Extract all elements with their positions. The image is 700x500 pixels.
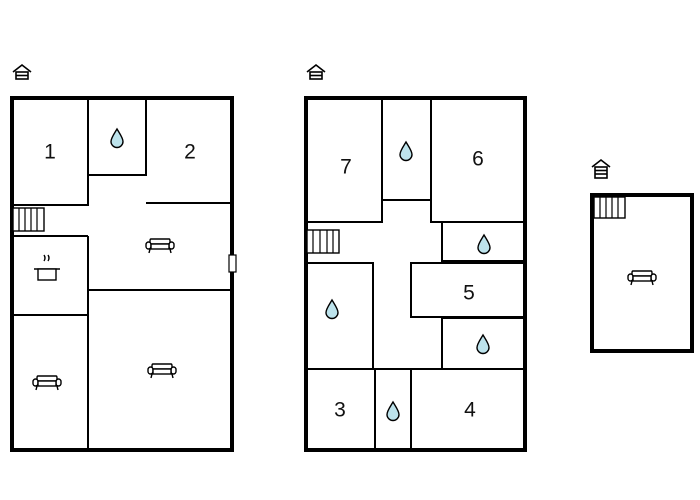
- water-drop-icon: [476, 334, 490, 355]
- floor-1-inner-walls: [12, 98, 237, 450]
- room-5-label: 5: [463, 282, 475, 305]
- cooking-pot-icon: [34, 254, 60, 281]
- sofa-icon: [627, 270, 657, 286]
- room-2-label: 2: [184, 141, 196, 164]
- water-drop-icon: [325, 299, 339, 320]
- house-attic-icon: [591, 159, 611, 179]
- house-floor-icon: [306, 64, 326, 80]
- floor-3-outer-wall: [590, 193, 694, 353]
- stairs-icon: [593, 196, 626, 219]
- room-4-label: 4: [464, 399, 476, 422]
- floor-1-plan: 1 2: [10, 64, 237, 452]
- floor-3-plan: [590, 159, 694, 353]
- room-1-label: 1: [44, 141, 56, 164]
- floor-2-outer-wall: [304, 96, 527, 452]
- room-3-label: 3: [334, 399, 346, 422]
- floor-2-plan: 7 6 5 3 4: [304, 64, 527, 452]
- floor-1-outer-wall: [10, 96, 234, 452]
- stairs-icon: [306, 229, 340, 254]
- sofa-icon: [147, 363, 177, 379]
- water-drop-icon: [386, 401, 400, 422]
- sofa-icon: [32, 375, 62, 391]
- floor-2-inner-walls: [306, 98, 526, 450]
- sofa-icon: [145, 238, 175, 254]
- water-drop-icon: [399, 141, 413, 162]
- room-7-label: 7: [340, 156, 352, 179]
- water-drop-icon: [110, 128, 124, 149]
- room-6-label: 6: [472, 148, 484, 171]
- stairs-icon: [12, 207, 45, 232]
- water-drop-icon: [477, 234, 491, 255]
- house-floor-icon: [12, 64, 32, 80]
